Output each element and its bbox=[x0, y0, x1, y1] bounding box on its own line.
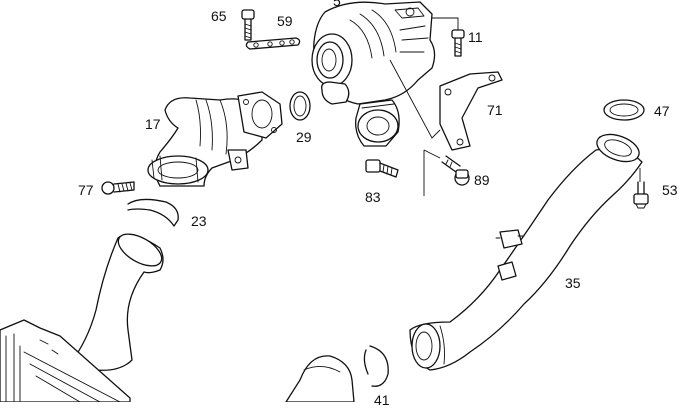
part-71-bracket bbox=[389, 59, 503, 151]
callout-23: 23 bbox=[191, 213, 207, 229]
callout-65: 65 bbox=[211, 8, 227, 24]
part-17-elbow bbox=[147, 91, 283, 187]
part-lower-elbow bbox=[285, 355, 355, 402]
part-53-bolt bbox=[633, 168, 649, 209]
part-29-gasket bbox=[289, 91, 311, 121]
part-intercooler bbox=[0, 319, 131, 402]
callout-77: 77 bbox=[78, 182, 94, 198]
callout-17: 17 bbox=[145, 116, 161, 132]
callout-11: 11 bbox=[468, 29, 483, 45]
callout-59: 59 bbox=[277, 13, 293, 29]
callout-41: 41 bbox=[374, 392, 390, 408]
part-83-bolt bbox=[365, 159, 399, 178]
part-35-charge-pipe bbox=[409, 133, 643, 371]
part-11-bolt bbox=[432, 17, 465, 57]
part-lower-hose bbox=[69, 233, 164, 371]
part-23-clamp bbox=[127, 198, 179, 227]
part-5-turbocharger bbox=[311, 1, 436, 147]
callout-53: 53 bbox=[662, 182, 678, 198]
callout-5: 5 bbox=[333, 0, 341, 9]
part-47-oring bbox=[603, 99, 645, 121]
callout-71: 71 bbox=[487, 102, 503, 118]
part-65-bolt bbox=[241, 9, 255, 41]
callout-83: 83 bbox=[365, 189, 381, 205]
part-77-bolt bbox=[101, 181, 135, 195]
callout-89: 89 bbox=[474, 172, 490, 188]
callout-47: 47 bbox=[654, 103, 670, 119]
part-41-clamp bbox=[363, 345, 389, 387]
part-59-gasket bbox=[245, 37, 301, 50]
callout-29: 29 bbox=[296, 129, 312, 145]
callout-35: 35 bbox=[565, 275, 581, 291]
part-89-bolt bbox=[423, 149, 470, 196]
